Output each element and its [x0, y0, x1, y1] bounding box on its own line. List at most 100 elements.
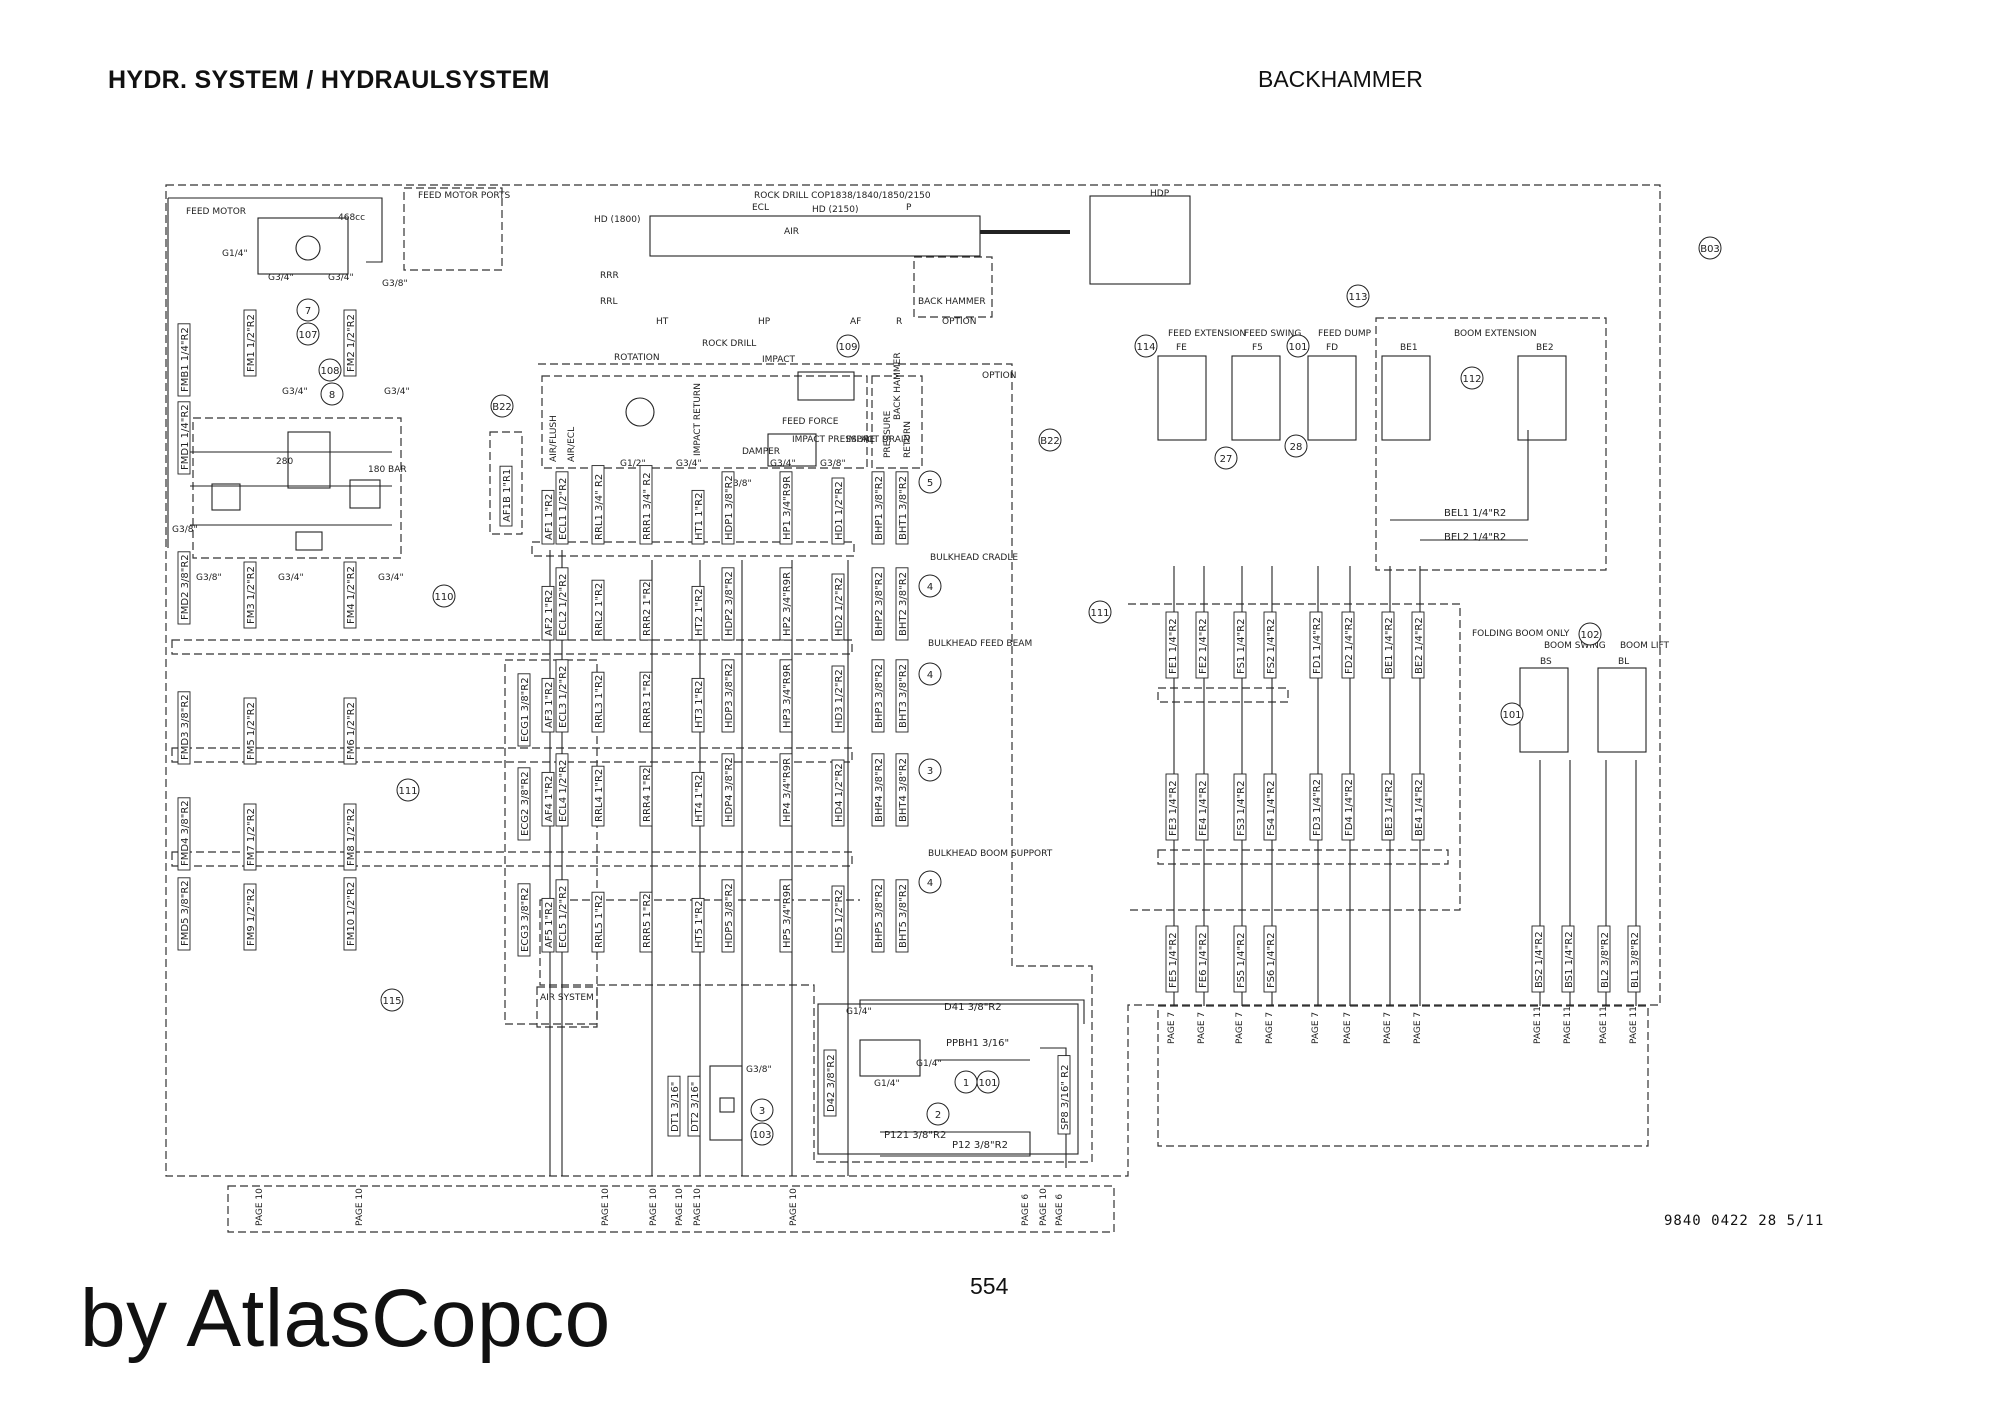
callout-bubble	[836, 334, 860, 358]
hose-label: HT1 1"R2	[694, 493, 705, 540]
hose-label: FMD3 3/8"R2	[180, 694, 191, 760]
schematic-label: AF	[850, 317, 861, 327]
schematic-label: BULKHEAD BOOM SUPPORT	[928, 849, 1053, 859]
schematic-label: OPTION	[982, 371, 1016, 381]
schematic-label: BOOM SWING	[1544, 641, 1606, 651]
hose-label: ECG2 3/8"R2	[520, 771, 531, 836]
diagram-title: HYDR. SYSTEM / HYDRAULSYSTEM	[108, 66, 550, 94]
hose-label: HT2 1"R2	[694, 589, 705, 636]
hose-label: BE1 1/4"R2	[1384, 617, 1395, 674]
hose-tag	[1341, 611, 1355, 679]
feed-force-valve	[767, 433, 817, 467]
hose-tag	[243, 309, 257, 377]
schematic-label: IMPACT	[762, 355, 796, 365]
hose-tag	[1309, 773, 1323, 841]
hose-label: RRL1 3/4" R2	[594, 474, 605, 540]
boom-support-bulkhead	[171, 851, 853, 867]
callout-bubble	[380, 988, 404, 1012]
hose-tag	[541, 585, 555, 641]
hose-label: AF3 1"R2	[544, 682, 555, 728]
page-reference: PAGE 10	[355, 1188, 365, 1226]
schematic-label: RETURN	[903, 421, 913, 458]
hose-label: BHT2 3/8"R2	[898, 572, 909, 636]
hose-label: HD5 1/2"R2	[834, 889, 845, 948]
right-page-frame	[1157, 1005, 1649, 1147]
hose-label: FS2 1/4"R2	[1266, 619, 1277, 674]
hose-tag	[1309, 611, 1323, 679]
hose-tag	[177, 551, 191, 625]
throttle-block	[709, 1065, 743, 1141]
schematic-label: BACK HAMMER	[918, 297, 986, 307]
hose-label: FM5 1/2"R2	[246, 702, 257, 760]
bottom-page-frame	[227, 1185, 1115, 1233]
hose-tag	[1263, 773, 1277, 841]
callout-number: 111	[398, 786, 417, 797]
callout-number: B22	[1040, 436, 1060, 447]
option-af1b-frame	[489, 431, 523, 535]
hose-tag	[517, 673, 531, 747]
schematic-label: BULKHEAD FEED BEAM	[928, 639, 1032, 649]
schematic-label: OPTION	[942, 317, 976, 327]
callout-bubble	[1284, 434, 1308, 458]
schematic-label: BS	[1540, 657, 1552, 667]
callout-bubble	[918, 470, 942, 494]
hose-tag	[555, 879, 569, 953]
cyl-feed-dump	[1307, 355, 1357, 441]
hose-label: ECL4 1/2"R2	[558, 760, 569, 822]
rock-drill-frame	[538, 363, 1093, 1163]
hose-tag	[555, 753, 569, 827]
schematic-label: BOOM LIFT	[1620, 641, 1669, 651]
cyl-feed-swing	[1231, 355, 1281, 441]
fitting-size: G3/8"	[172, 525, 198, 535]
hose-label: FD4 1/4"R2	[1344, 779, 1355, 836]
hose-label: HD3 1/2"R2	[834, 669, 845, 728]
hose-tag	[721, 659, 735, 733]
hose-tag	[343, 877, 357, 951]
fitting-size: G1/4"	[874, 1079, 900, 1089]
hose-tag	[1233, 611, 1247, 679]
folding-boom-frame	[1128, 603, 1461, 911]
hose-tag	[243, 561, 257, 629]
callout-number: 4	[927, 670, 933, 681]
schematic-label: FEED MOTOR	[186, 207, 246, 217]
page-reference: PAGE 7	[1343, 1012, 1353, 1044]
hose-tag	[831, 759, 845, 827]
hose-tag	[1411, 611, 1425, 679]
schematic-label: R	[896, 317, 902, 327]
schematic-label: PRESSURE	[883, 410, 893, 458]
schematic-label: FEED FORCE	[782, 417, 839, 427]
hose-label: ECL1 1/2"R2	[558, 478, 569, 540]
boom-extension-frame	[1375, 317, 1607, 571]
callout-bubble	[318, 358, 342, 382]
callout-bubble	[750, 1098, 774, 1122]
callout-bubble	[396, 778, 420, 802]
page-reference: PAGE 11	[1533, 1006, 1543, 1044]
hose-label: P12 3/8"R2	[952, 1140, 1008, 1151]
hose-tag	[591, 579, 605, 641]
hose-tag	[591, 465, 605, 545]
schematic-label: BOOM EXTENSION	[1454, 329, 1537, 339]
hose-label: BHP4 3/8"R2	[874, 758, 885, 822]
hose-label: RRL2 1"R2	[594, 583, 605, 636]
hose-tag	[177, 401, 191, 475]
hose-tag	[541, 771, 555, 827]
hose-label: BHP2 3/8"R2	[874, 572, 885, 636]
callout-number: 28	[1290, 442, 1303, 453]
hose-tag	[243, 697, 257, 765]
page-reference: PAGE 11	[1599, 1006, 1609, 1044]
diagram-subtitle: BACKHAMMER	[1258, 66, 1423, 92]
hose-label: BS1 1/4"R2	[1564, 931, 1575, 988]
schematic-label: RRL	[600, 297, 618, 307]
schematic-label: DAMPER	[742, 447, 780, 457]
hose-tag	[591, 671, 605, 733]
callout-bubble	[918, 758, 942, 782]
callout-bubble	[918, 870, 942, 894]
hose-tag	[691, 677, 705, 733]
air-system-box	[536, 986, 598, 1028]
hose-label: HDP4 3/8"R2	[724, 757, 735, 822]
impact-valve	[797, 371, 855, 401]
schematic-label: HD (2150)	[812, 205, 859, 215]
schematic-label: AIR	[784, 227, 799, 237]
callout-number: 103	[752, 1130, 771, 1141]
page-reference: PAGE 7	[1265, 1012, 1275, 1044]
